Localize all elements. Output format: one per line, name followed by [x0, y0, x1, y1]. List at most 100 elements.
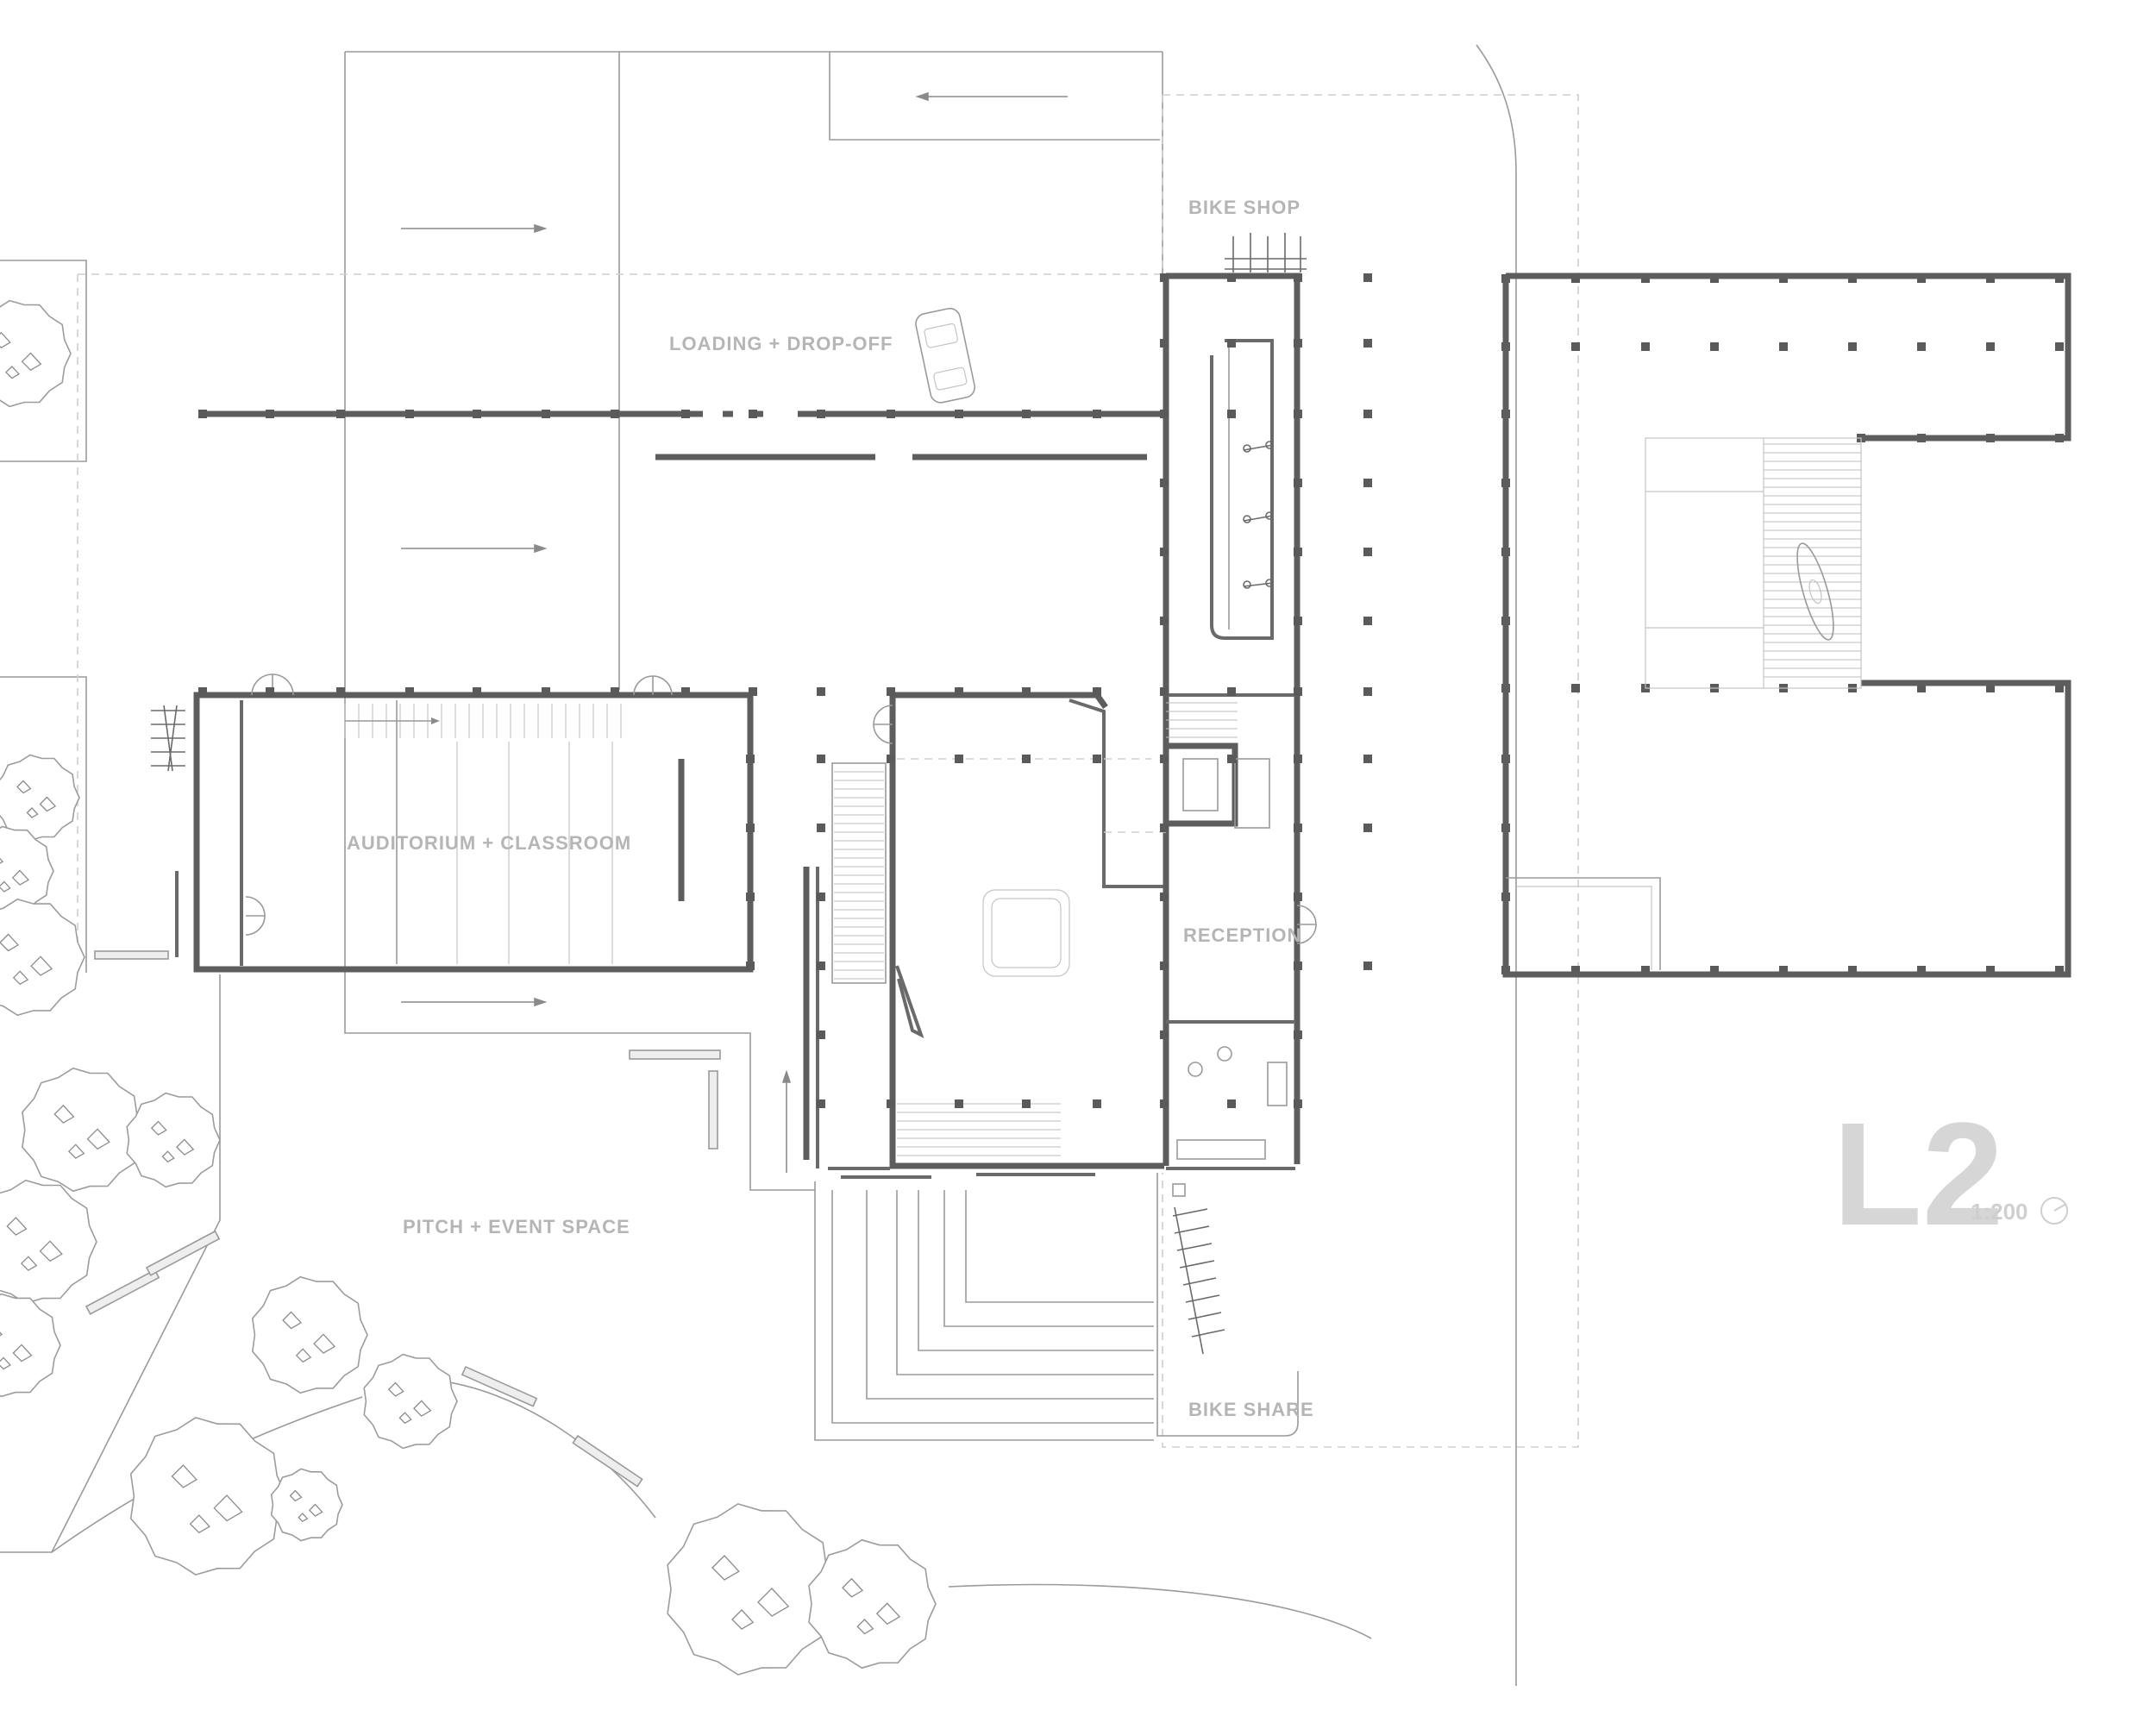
column	[1917, 684, 1926, 692]
column	[1710, 342, 1719, 351]
column	[1093, 410, 1101, 418]
column	[1986, 342, 1995, 351]
traffic-arrows	[401, 91, 1068, 1173]
tree-icon	[126, 1092, 221, 1188]
column	[1160, 687, 1169, 696]
column	[887, 410, 895, 418]
benches	[85, 1049, 721, 1488]
column	[1022, 1099, 1031, 1108]
column	[1294, 824, 1302, 832]
column	[1710, 966, 1719, 974]
bike-icon	[1243, 441, 1274, 589]
column	[1093, 1099, 1101, 1108]
column	[746, 962, 755, 970]
column	[1571, 684, 1580, 692]
column	[1160, 1099, 1169, 1108]
column	[1363, 824, 1372, 832]
column	[473, 410, 481, 418]
column	[1227, 273, 1236, 282]
auditorium	[94, 673, 754, 973]
column	[817, 687, 825, 696]
column	[887, 755, 895, 763]
column	[1986, 966, 1995, 974]
column	[266, 687, 274, 696]
bike-rack-top-icon	[1225, 233, 1307, 273]
column	[1294, 962, 1302, 970]
column	[1571, 966, 1580, 974]
column	[473, 687, 481, 696]
label-loading-drop-off: LOADING + DROP-OFF	[669, 333, 893, 354]
column	[887, 687, 895, 696]
column	[749, 410, 757, 418]
column	[1294, 548, 1302, 556]
column	[1363, 339, 1372, 348]
column	[266, 410, 274, 418]
column	[542, 687, 550, 696]
column	[1363, 273, 1372, 282]
column	[1227, 755, 1236, 763]
column	[1363, 479, 1372, 487]
column	[405, 410, 414, 418]
column	[955, 410, 963, 418]
column	[1363, 410, 1372, 418]
column	[817, 410, 825, 418]
column	[1160, 617, 1169, 625]
label-bike-shop: BIKE SHOP	[1188, 197, 1300, 218]
tree-icon	[270, 1468, 343, 1542]
column	[1227, 1099, 1236, 1108]
column	[1571, 342, 1580, 351]
tree-icon	[808, 1538, 937, 1669]
label-bike-share: BIKE SHARE	[1188, 1399, 1314, 1420]
bike-share-rack-icon	[1172, 1206, 1225, 1355]
column	[746, 755, 755, 763]
column	[1160, 273, 1169, 282]
column	[887, 1099, 895, 1108]
site-lines	[0, 44, 1579, 1686]
column	[1160, 893, 1169, 901]
column	[336, 687, 345, 696]
column	[1022, 687, 1031, 696]
column	[1363, 687, 1372, 696]
column	[1848, 966, 1857, 974]
car-icon	[915, 307, 975, 404]
column	[1294, 687, 1302, 696]
east-building	[1502, 273, 2071, 978]
column	[1917, 966, 1926, 974]
column	[1093, 755, 1101, 763]
column	[405, 687, 414, 696]
column	[1294, 479, 1302, 487]
column	[1363, 548, 1372, 556]
tree-icon	[251, 1275, 368, 1394]
column	[817, 1031, 825, 1039]
structural-columns	[198, 273, 2064, 1108]
column	[749, 687, 757, 696]
column	[681, 410, 690, 418]
tree-icon	[667, 1503, 837, 1676]
loading-walls	[198, 410, 1166, 460]
column	[955, 687, 963, 696]
column	[198, 410, 207, 418]
column	[1641, 966, 1650, 974]
column	[611, 687, 619, 696]
label-reception: RECEPTION	[1183, 924, 1301, 946]
column	[1022, 755, 1031, 763]
column	[1363, 617, 1372, 625]
column	[1363, 962, 1372, 970]
tree-icon	[363, 1353, 458, 1450]
column	[746, 893, 755, 901]
kayak-icon	[1796, 542, 1834, 641]
tree-icon	[0, 1179, 97, 1305]
tree-icon	[0, 898, 85, 1017]
column	[955, 755, 963, 763]
north-arrow-icon	[2040, 1197, 2068, 1225]
column	[1294, 339, 1302, 348]
column	[817, 893, 825, 901]
tree-icon	[0, 754, 80, 842]
label-pitch-event-space: PITCH + EVENT SPACE	[403, 1216, 630, 1237]
column	[1160, 824, 1169, 832]
column	[817, 755, 825, 763]
column	[1093, 687, 1101, 696]
column	[746, 824, 755, 832]
column	[1294, 1031, 1302, 1039]
